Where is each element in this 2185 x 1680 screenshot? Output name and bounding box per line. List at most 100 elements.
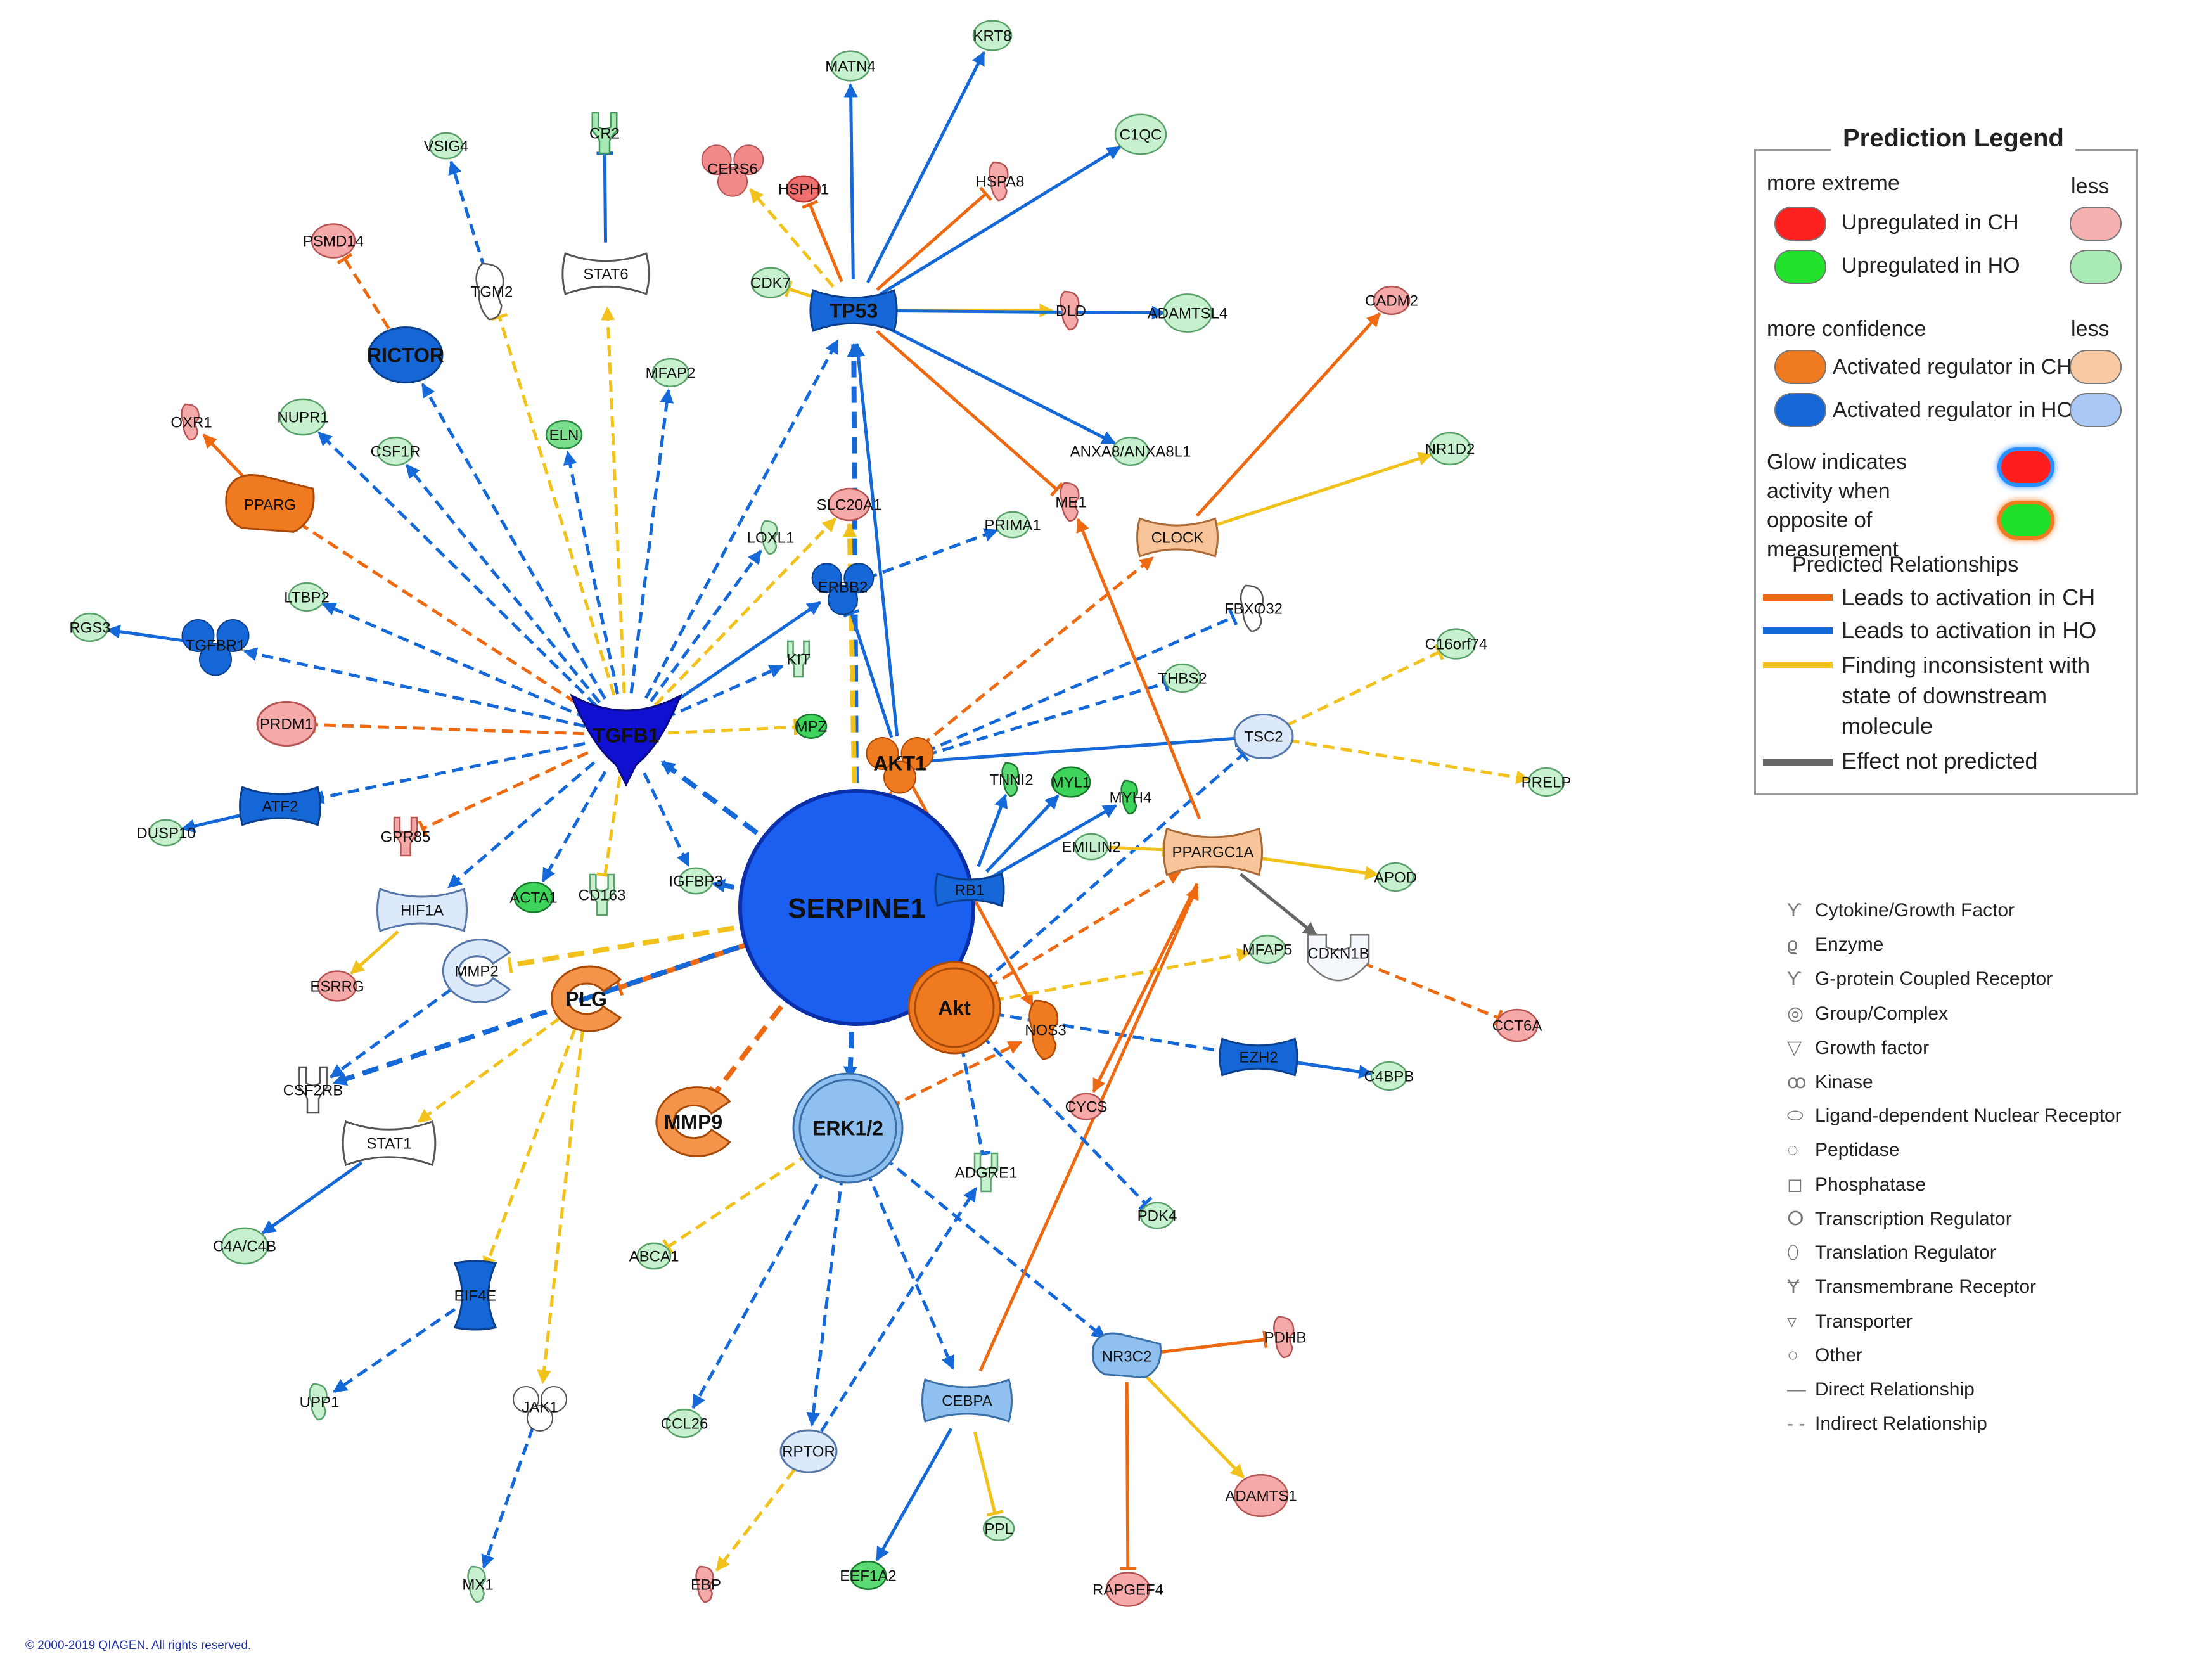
node-erk12[interactable]: ERK1/2: [792, 1072, 904, 1184]
node-pdk4[interactable]: PDK4: [1137, 1202, 1177, 1229]
node-rictor[interactable]: RICTOR: [367, 326, 444, 383]
node-myl1[interactable]: MYL1: [1051, 766, 1091, 798]
node-abca1[interactable]: ABCA1: [629, 1242, 679, 1270]
node-shape-rictor: [368, 326, 444, 383]
node-csf2rb[interactable]: CSF2RB: [283, 1066, 343, 1114]
node-igfbp3[interactable]: IGFBP3: [669, 867, 723, 895]
node-ltbp2[interactable]: LTBP2: [284, 582, 330, 612]
node-nr3c2[interactable]: NR3C2: [1091, 1332, 1162, 1379]
node-fbxo32[interactable]: FBXO32: [1224, 584, 1283, 632]
node-tnni2[interactable]: TNNI2: [989, 762, 1034, 797]
node-serpine1[interactable]: SERPINE1: [738, 789, 975, 1026]
node-adamtsl4[interactable]: ADAMTSL4: [1148, 293, 1228, 333]
node-nos3[interactable]: NOS3: [1025, 999, 1067, 1060]
node-clock[interactable]: CLOCK: [1136, 517, 1219, 558]
node-c4bpb[interactable]: C4BPB: [1364, 1061, 1414, 1091]
node-nupr1[interactable]: NUPR1: [277, 398, 329, 436]
node-cdk7[interactable]: CDK7: [750, 267, 791, 298]
node-anxa8[interactable]: ANXA8/ANXA8L1: [1070, 436, 1191, 466]
node-tp53[interactable]: TP53: [809, 289, 898, 332]
node-c16orf74[interactable]: C16orf74: [1425, 628, 1488, 660]
node-shape-cdk7: [750, 267, 791, 298]
node-mfap2[interactable]: MFAP2: [646, 357, 696, 388]
node-mmp2[interactable]: MMP2: [442, 939, 511, 1003]
node-kit[interactable]: KIT: [786, 640, 811, 678]
node-rgs3[interactable]: RGS3: [69, 612, 111, 643]
node-krt8[interactable]: KRT8: [972, 20, 1013, 51]
node-emilin2[interactable]: EMILIN2: [1061, 833, 1121, 861]
node-hif1a[interactable]: HIF1A: [376, 888, 468, 932]
node-loxl1[interactable]: LOXL1: [747, 520, 795, 555]
node-rapgef4[interactable]: RAPGEF4: [1092, 1572, 1163, 1607]
node-tsc2[interactable]: TSC2: [1233, 714, 1294, 759]
node-oxr1[interactable]: OXR1: [170, 403, 212, 441]
node-rb1[interactable]: RB1: [934, 872, 1005, 907]
node-acta1[interactable]: ACTA1: [509, 882, 558, 913]
node-slc20a1[interactable]: SLC20A1: [817, 487, 882, 522]
node-psmd14[interactable]: PSMD14: [303, 223, 364, 259]
edge-erk12-to-nos3: [888, 1040, 1023, 1109]
node-dusp10[interactable]: DUSP10: [136, 819, 196, 847]
node-eef1a2[interactable]: EEF1A2: [840, 1560, 897, 1591]
node-mpz[interactable]: MPZ: [795, 714, 828, 739]
edge-tgfb1-to-eln: [563, 451, 620, 695]
node-cct6a[interactable]: CCT6A: [1492, 1008, 1542, 1042]
node-esrrg[interactable]: ESRRG: [310, 970, 364, 1002]
node-eln[interactable]: ELN: [545, 420, 583, 450]
node-adgre1[interactable]: ADGRE1: [955, 1152, 1018, 1193]
node-erbb2[interactable]: ERBB2: [811, 563, 875, 615]
node-cebpa[interactable]: CEBPA: [921, 1378, 1013, 1423]
node-mmp9[interactable]: MMP9: [655, 1086, 731, 1157]
node-cadm2[interactable]: CADM2: [1365, 285, 1418, 316]
node-adamts1[interactable]: ADAMTS1: [1225, 1473, 1297, 1518]
node-stat6[interactable]: STAT6: [561, 252, 650, 295]
node-tgfbr1[interactable]: TGFBR1: [181, 619, 250, 676]
node-thbs2[interactable]: THBS2: [1158, 663, 1207, 693]
node-hspa8[interactable]: HSPA8: [976, 161, 1025, 202]
node-matn4[interactable]: MATN4: [825, 50, 876, 82]
node-cr2[interactable]: CR2: [589, 112, 620, 155]
node-mfap5[interactable]: MFAP5: [1243, 934, 1293, 965]
ligand-nuclear-receptor-icon: ⬭: [1787, 1105, 1804, 1126]
node-ccl26[interactable]: CCL26: [661, 1408, 708, 1439]
node-akt[interactable]: Akt: [907, 961, 1001, 1055]
node-prdm1[interactable]: PRDM1: [256, 701, 317, 747]
node-c1qc[interactable]: C1QC: [1114, 113, 1167, 155]
node-prelp[interactable]: PRELP: [1522, 767, 1572, 797]
node-cers6[interactable]: CERS6: [701, 144, 764, 197]
node-pparg[interactable]: PPARG: [225, 474, 315, 533]
node-myh4[interactable]: MYH4: [1110, 779, 1152, 815]
node-pdhb[interactable]: PDHB: [1264, 1316, 1307, 1359]
node-csf1r[interactable]: CSF1R: [371, 436, 421, 466]
node-ppargc1a[interactable]: PPARGC1A: [1163, 827, 1263, 876]
node-cdkn1b[interactable]: CDKN1B: [1307, 933, 1370, 982]
node-atf2[interactable]: ATF2: [239, 786, 321, 826]
node-ezh2[interactable]: EZH2: [1219, 1037, 1298, 1077]
node-plg[interactable]: PLG: [551, 965, 622, 1032]
node-ebp[interactable]: EBP: [691, 1565, 721, 1603]
node-tgm2[interactable]: TGM2: [471, 262, 513, 321]
node-rptor[interactable]: RPTOR: [779, 1429, 838, 1473]
node-gpr85[interactable]: GPR85: [381, 816, 431, 857]
node-dld[interactable]: DLD: [1056, 290, 1086, 331]
node-label-eef1a2: EEF1A2: [840, 1568, 896, 1585]
node-c4ac4b[interactable]: C4A/C4B: [213, 1227, 276, 1265]
node-jak1[interactable]: JAK1: [513, 1386, 567, 1432]
edge-tgfb1-to-rictor: [421, 383, 606, 700]
node-akt1[interactable]: AKT1: [866, 737, 934, 794]
node-apod[interactable]: APOD: [1374, 862, 1417, 892]
node-mx1[interactable]: MX1: [462, 1565, 494, 1603]
node-prima1[interactable]: PRIMA1: [984, 511, 1041, 539]
node-cycs[interactable]: CYCS: [1065, 1093, 1108, 1120]
node-hsph1[interactable]: HSPH1: [778, 175, 829, 203]
node-vsig4[interactable]: VSIG4: [424, 132, 469, 160]
node-eif4e[interactable]: EIF4E: [453, 1260, 497, 1331]
node-upp1[interactable]: UPP1: [300, 1383, 340, 1421]
node-stat1[interactable]: STAT1: [342, 1120, 437, 1167]
node-ppl[interactable]: PPL: [982, 1516, 1015, 1541]
transporter-icon: ▿: [1787, 1311, 1797, 1332]
node-tgfb1[interactable]: TGFB1: [570, 693, 682, 787]
node-me1[interactable]: ME1: [1055, 482, 1087, 522]
node-nr1d2[interactable]: NR1D2: [1425, 432, 1475, 466]
node-cd163[interactable]: CD163: [579, 873, 626, 916]
